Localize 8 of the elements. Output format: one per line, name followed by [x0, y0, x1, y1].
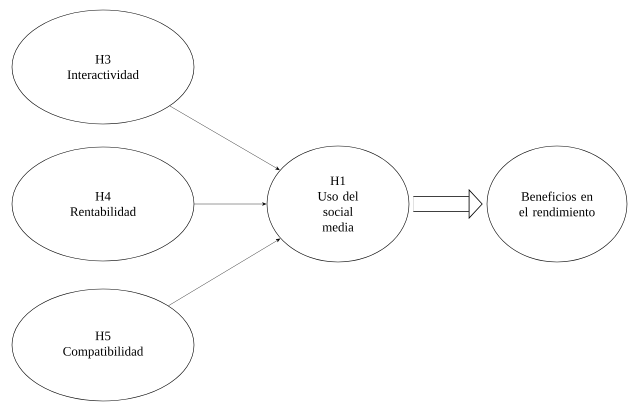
- ellipse-node: H4 Rentabilidad: [12, 146, 194, 262]
- ellipse-node: H5 Compatibilidad: [12, 288, 194, 402]
- arrow: [168, 238, 280, 306]
- ellipse-node: H1 Uso del social media: [266, 146, 410, 262]
- ellipse-node: H3 Interactividad: [12, 10, 194, 124]
- arrow: [170, 106, 280, 170]
- ellipse-node: Beneficios en el rendimiento: [486, 146, 628, 262]
- arrow: [194, 202, 266, 206]
